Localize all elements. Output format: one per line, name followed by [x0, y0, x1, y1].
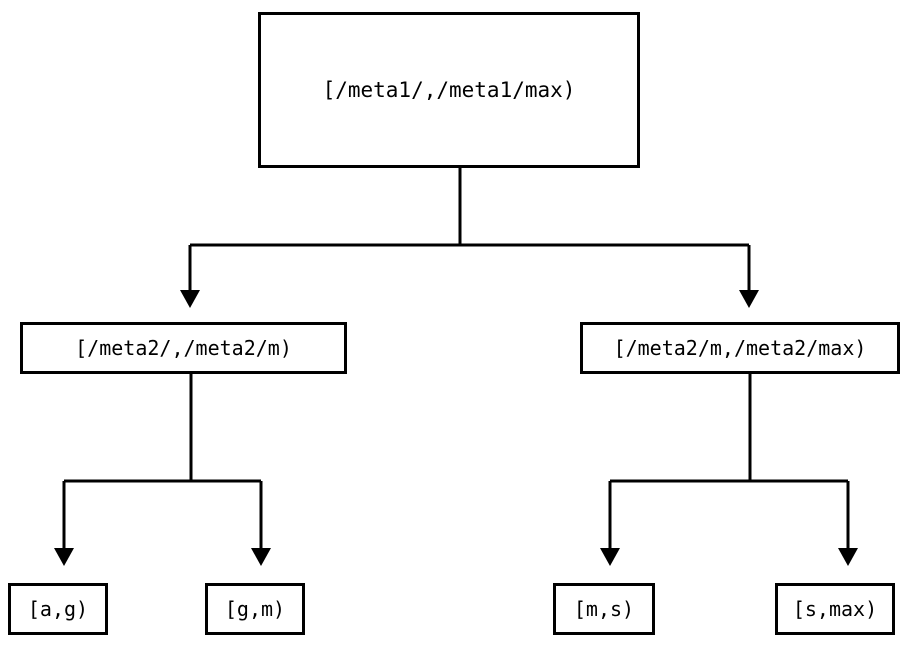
edge-root-to-mid-left: [180, 168, 462, 308]
tree-node-root[interactable]: [/meta1/,/meta1/max): [258, 12, 640, 168]
tree-node-root-label: [/meta1/,/meta1/max): [322, 77, 576, 102]
tree-node-leaf-3[interactable]: [m,s): [553, 583, 655, 635]
tree-node-leaf-1-label: [a,g): [27, 597, 89, 621]
tree-node-leaf-1[interactable]: [a,g): [8, 583, 108, 635]
arrowhead-icon: [838, 548, 858, 566]
tree-node-leaf-3-label: [m,s): [573, 597, 635, 621]
edge-mid-left-to-leaf-2: [191, 479, 271, 566]
arrowhead-icon: [251, 548, 271, 566]
tree-node-leaf-4[interactable]: [s,max): [775, 583, 895, 635]
tree-node-mid-right-label: [/meta2/m,/meta2/max): [613, 336, 867, 360]
arrowhead-icon: [739, 290, 759, 308]
arrowhead-icon: [180, 290, 200, 308]
tree-node-leaf-2[interactable]: [g,m): [205, 583, 305, 635]
tree-node-leaf-4-label: [s,max): [792, 597, 878, 621]
tree-node-mid-left-label: [/meta2/,/meta2/m): [75, 336, 292, 360]
tree-node-leaf-2-label: [g,m): [224, 597, 286, 621]
tree-node-mid-left[interactable]: [/meta2/,/meta2/m): [20, 322, 347, 374]
arrowhead-icon: [54, 548, 74, 566]
tree-node-mid-right[interactable]: [/meta2/m,/meta2/max): [580, 322, 900, 374]
edge-mid-right-to-leaf-4: [750, 479, 858, 566]
edge-root-to-mid-right: [460, 243, 759, 308]
arrowhead-icon: [600, 548, 620, 566]
edge-mid-left-to-leaf-1: [54, 374, 193, 566]
edge-mid-right-to-leaf-3: [600, 374, 752, 566]
